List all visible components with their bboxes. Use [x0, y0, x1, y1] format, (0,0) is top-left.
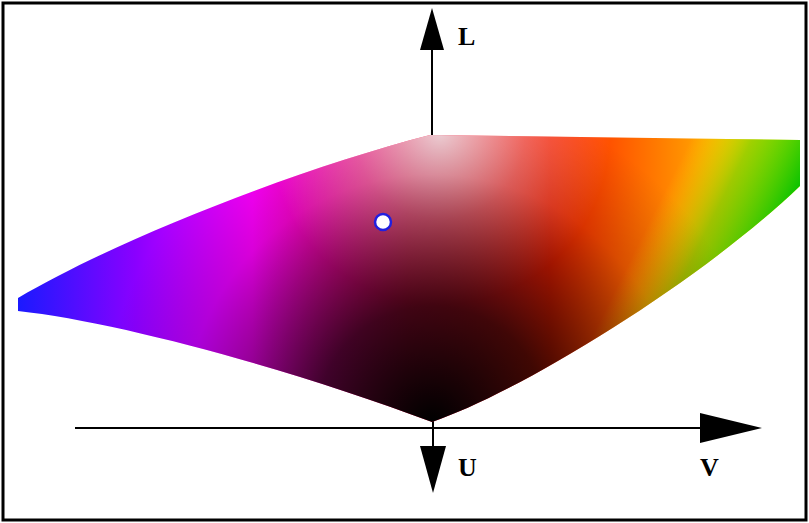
u-axis: [432, 420, 434, 450]
l-arrowhead: [420, 8, 444, 50]
axis-label: U: [458, 455, 477, 481]
white-point: [375, 214, 391, 230]
v-arrowhead: [700, 413, 762, 443]
axis-label: L: [458, 24, 475, 50]
color-surface: [0, 100, 809, 440]
v-axis: [75, 427, 705, 429]
axis-label: V: [700, 455, 719, 481]
u-arrowhead: [420, 446, 446, 493]
